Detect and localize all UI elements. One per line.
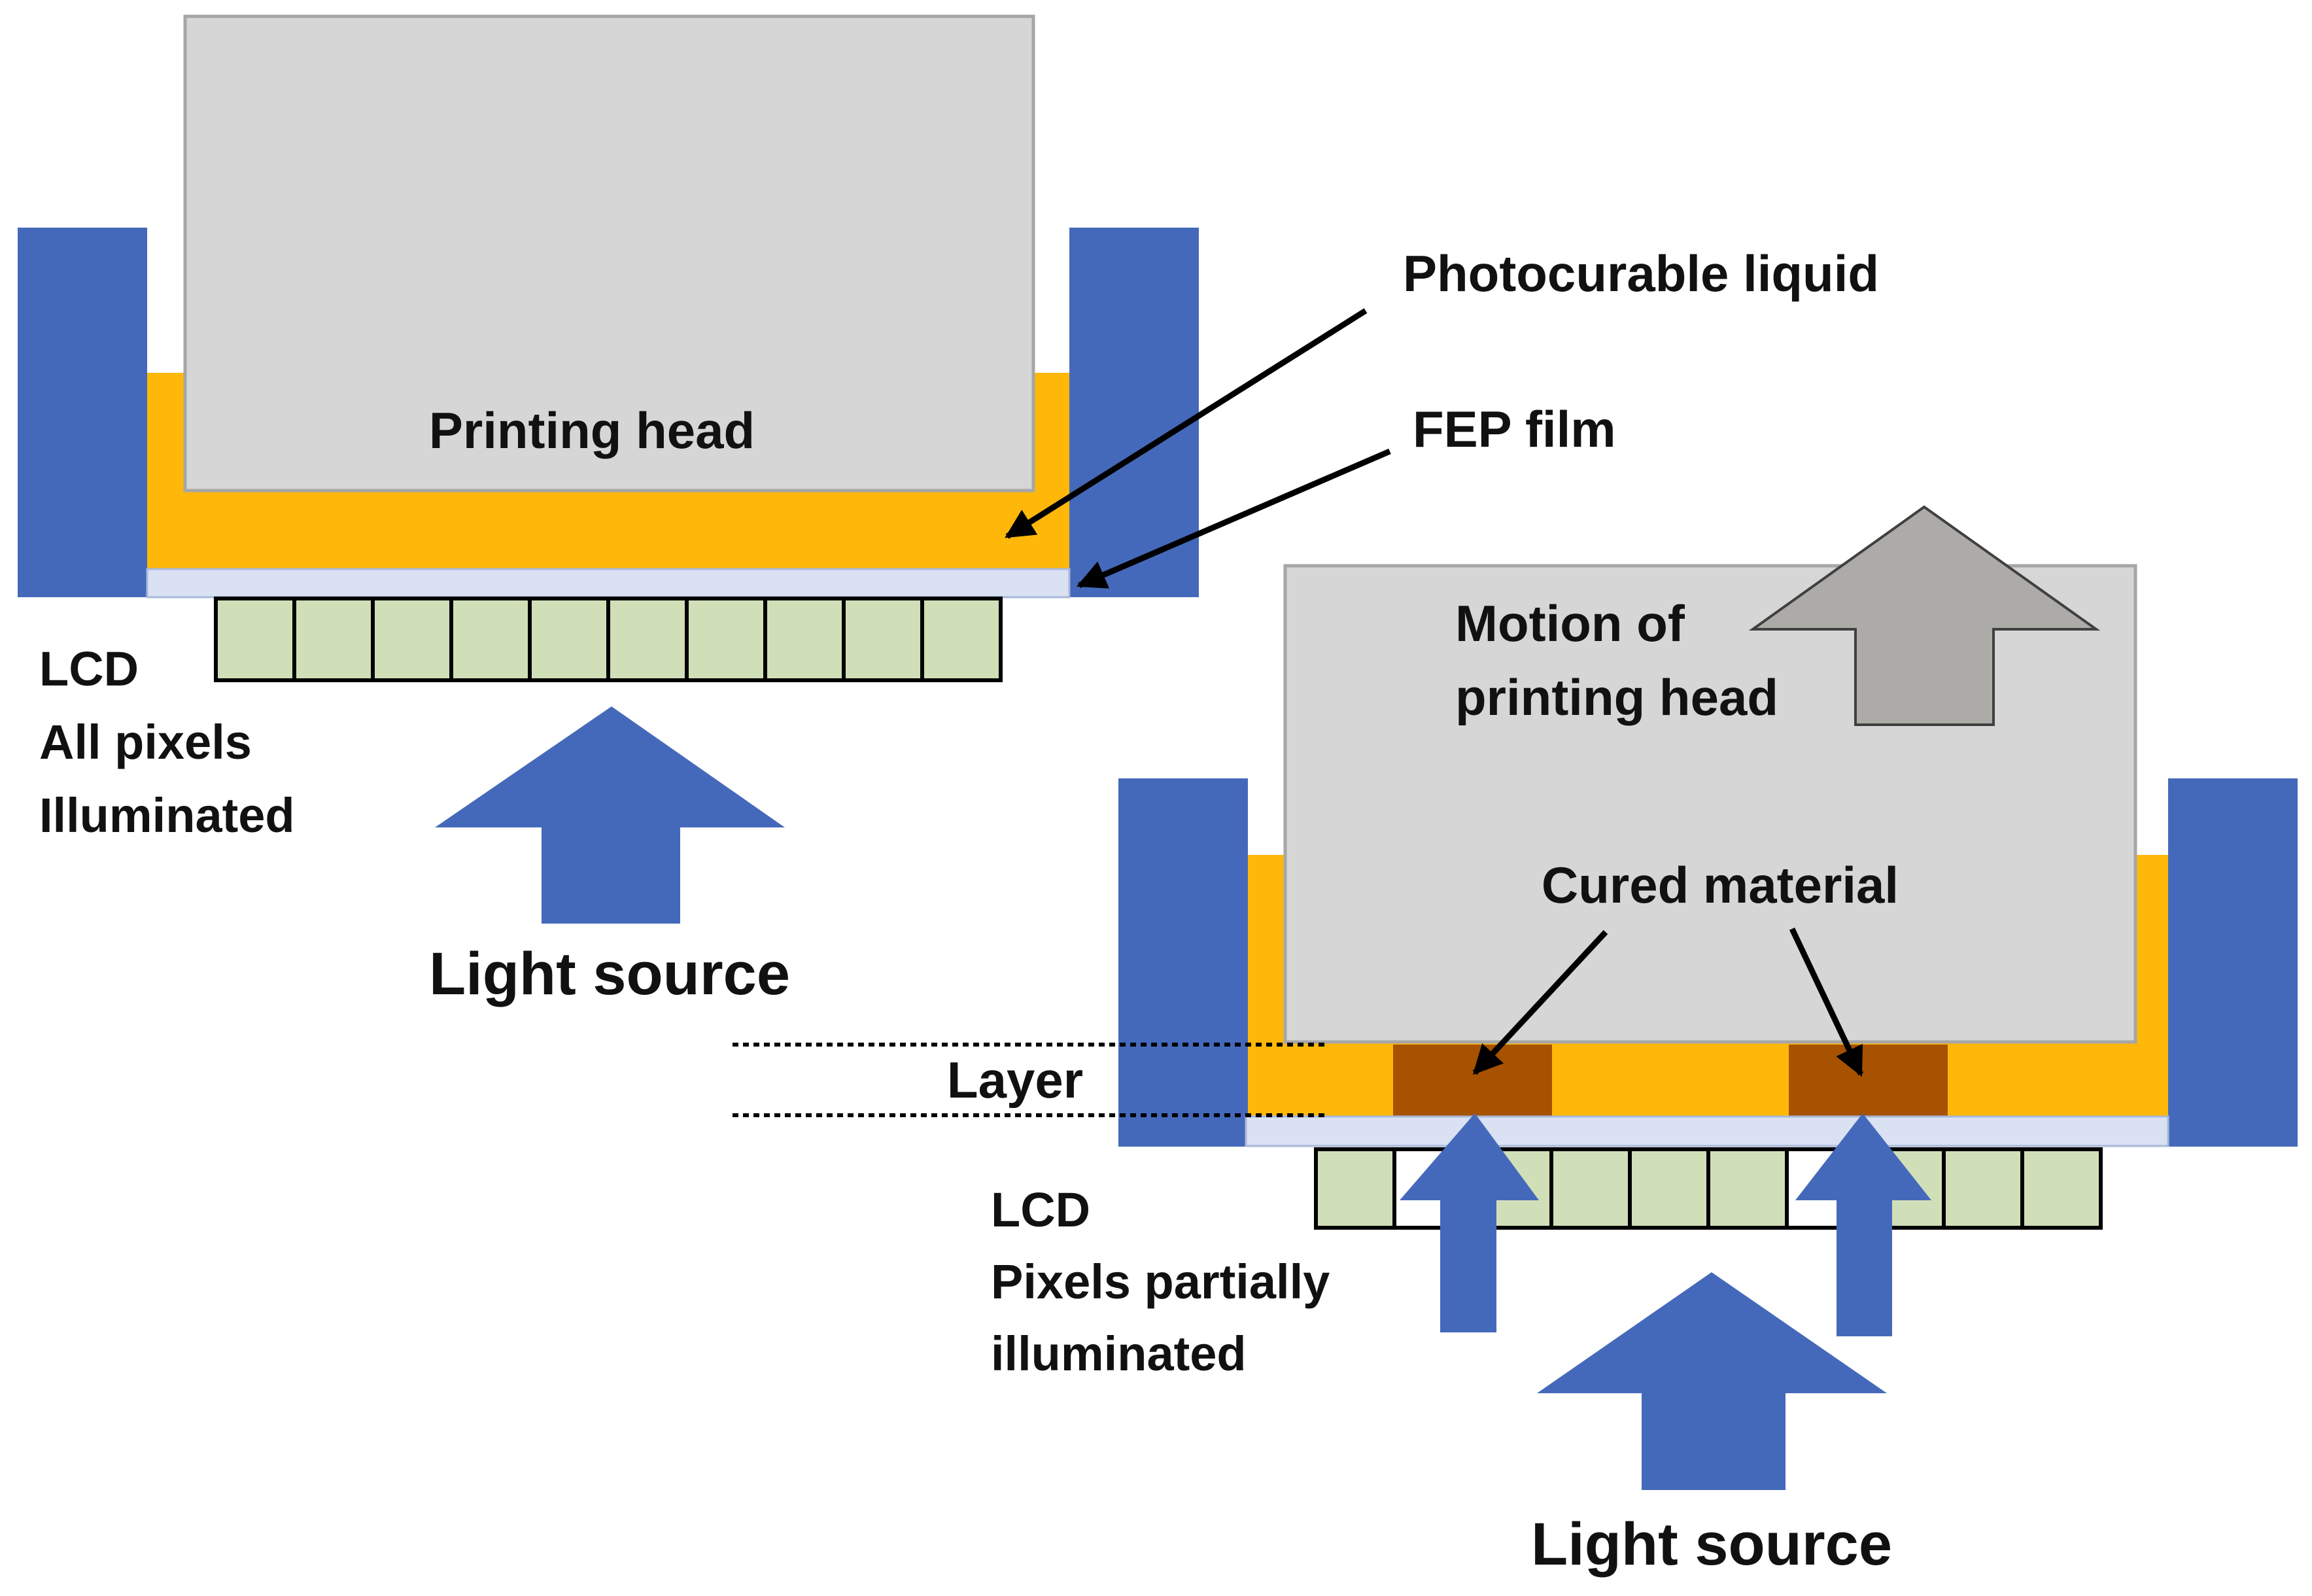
bottom-lcd-label-line2: Pixels partially: [991, 1255, 1330, 1309]
fep-film-pointer: [1076, 448, 1391, 589]
top-lcd-pixel-7: [685, 597, 767, 682]
top-lcd-pixel-10: [920, 597, 1003, 682]
bottom-lcd-pixel-5: [1628, 1147, 1710, 1230]
bottom-light-source-arrow-icon: [1537, 1272, 1887, 1490]
light-beam-arrow-1-icon: [1400, 1113, 1539, 1332]
bottom-lcd-pixel-6: [1706, 1147, 1789, 1230]
motion-label-line1: Motion of: [1455, 595, 1685, 652]
bottom-vat-wall-left: [1118, 778, 1248, 1147]
cured-material-block-1: [1393, 1045, 1552, 1117]
top-vat-wall-left: [18, 228, 147, 597]
top-lcd-pixel-2: [292, 597, 375, 682]
bottom-lcd-pixel-1: [1314, 1147, 1396, 1230]
photocurable-liquid-pointer: [1005, 308, 1368, 539]
top-lcd: [214, 597, 1003, 682]
top-vat-wall-right: [1069, 228, 1199, 597]
photocurable-liquid-label: Photocurable liquid: [1403, 245, 1879, 302]
bottom-fep-film: [1245, 1115, 2169, 1147]
motion-label-line2: printing head: [1455, 668, 1778, 726]
bottom-lcd-pixel-9: [1942, 1147, 2024, 1230]
top-lcd-pixel-6: [606, 597, 689, 682]
top-fep-film: [146, 568, 1071, 598]
top-printing-head: [183, 14, 1035, 493]
top-lcd-pixel-5: [528, 597, 610, 682]
bottom-lcd-pixel-4: [1549, 1147, 1632, 1230]
top-lcd-label-line3: Illuminated: [39, 788, 295, 842]
top-lcd-pixel-1: [214, 597, 296, 682]
top-light-source-label: Light source: [429, 941, 790, 1007]
top-lcd-pixel-3: [371, 597, 453, 682]
bottom-lcd-label-line1: LCD: [991, 1183, 1090, 1237]
top-lcd-pixel-4: [449, 597, 532, 682]
bottom-vat-wall-right: [2168, 778, 2298, 1147]
layer-label: Layer: [947, 1051, 1083, 1109]
top-lcd-pixel-9: [842, 597, 924, 682]
bottom-lcd-pixel-10: [2020, 1147, 2103, 1230]
motion-of-printing-head-arrow-icon: [1748, 505, 2101, 726]
fep-film-label: FEP film: [1413, 400, 1616, 458]
top-light-source-arrow-icon: [435, 706, 785, 924]
cured-material-block-2: [1789, 1045, 1948, 1117]
bottom-printing-head: [1283, 564, 2137, 1044]
bottom-light-source-label: Light source: [1531, 1511, 1892, 1578]
bottom-lcd-label-line3: illuminated: [991, 1327, 1247, 1381]
top-panel: Printing head Photocurable liquid FEP fi…: [18, 14, 1879, 1007]
cured-material-pointer-2: [1789, 928, 1864, 1077]
printing-head-label: Printing head: [429, 402, 755, 459]
light-beam-arrow-2-icon: [1795, 1113, 1931, 1336]
top-lcd-label-line2: All pixels: [39, 715, 252, 769]
cured-material-pointer-1: [1472, 929, 1608, 1075]
top-lcd-pixel-8: [763, 597, 846, 682]
top-lcd-label-line1: LCD: [39, 642, 139, 696]
bottom-panel: Layer Motion of printing head Cured mate…: [733, 505, 2298, 1578]
cured-material-label: Cured material: [1542, 856, 1899, 914]
